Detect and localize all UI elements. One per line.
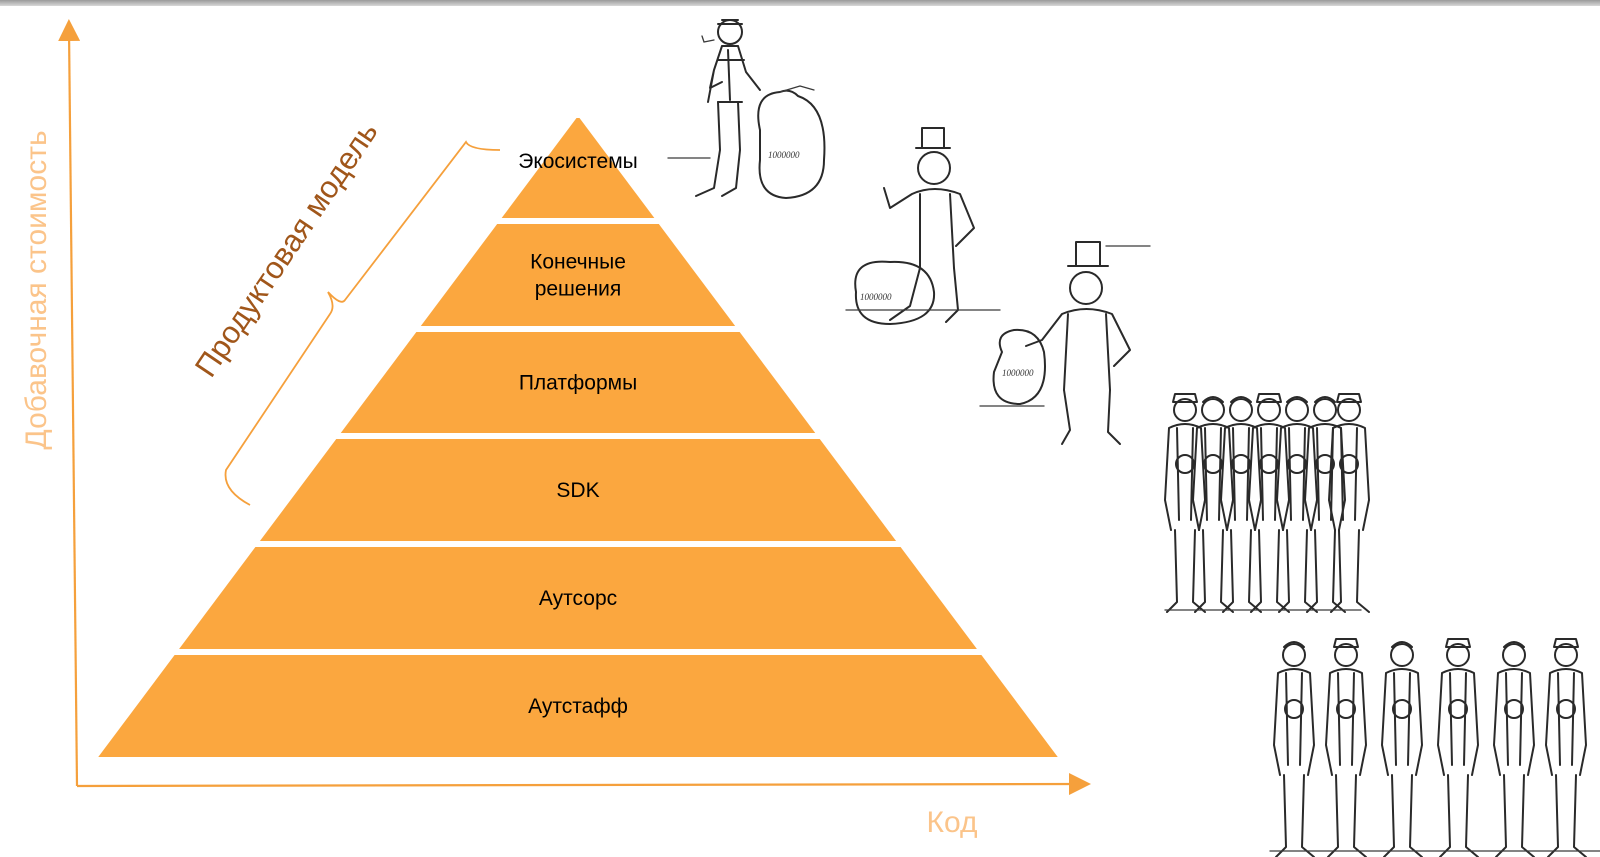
- pyramid-layer: [179, 547, 977, 649]
- worker-figure: [1192, 396, 1234, 613]
- pyramid-layer-label: SDK: [556, 479, 599, 502]
- worker-group-illustration-1: [1164, 393, 1370, 613]
- worker-figure: [1325, 638, 1367, 857]
- worker-figure: [1220, 396, 1262, 613]
- y-axis-title: Добавочная стоимость: [20, 130, 53, 449]
- worker-figure: [1381, 641, 1423, 857]
- tycoon-illustration-2: 1000000: [845, 127, 1001, 325]
- product-model-bracket: [224, 140, 501, 506]
- x-axis: [76, 773, 1091, 796]
- worker-figure: [1493, 641, 1535, 857]
- worker-figure: [1164, 393, 1206, 613]
- worker-figure: [1273, 641, 1315, 857]
- pyramid-layer-label: Экосистемы: [518, 150, 638, 173]
- pyramid-layer: [259, 439, 897, 541]
- x-axis-title: Код: [926, 806, 977, 839]
- tycoon-illustration-1: 1000000: [667, 19, 826, 199]
- tycoon-illustration-3: 1000000: [979, 241, 1151, 445]
- worker-figure: [1437, 638, 1479, 857]
- pyramid-layer: [420, 224, 736, 326]
- top-bar: [0, 0, 1600, 6]
- pyramid-layer-label: Платформы: [519, 372, 637, 395]
- worker-figure: [1304, 396, 1346, 613]
- pyramid-layer-label: Аутстафф: [528, 695, 628, 718]
- pyramid-layer: [340, 332, 816, 433]
- bag-label-2: 1000000: [860, 292, 892, 302]
- worker-figure: [1276, 396, 1318, 613]
- bag-label: 1000000: [768, 150, 800, 160]
- y-axis: [58, 19, 81, 787]
- bag-label-3: 1000000: [1002, 368, 1034, 378]
- pyramid-layer: [98, 655, 1058, 757]
- bracket-label: Продуктовая модель: [188, 115, 385, 383]
- worker-group-illustration-2: [1269, 638, 1600, 857]
- worker-figure: [1545, 638, 1587, 857]
- pyramid-layer-label: Конечные: [530, 251, 626, 274]
- pyramid-layer-label: Аутсорс: [539, 587, 617, 610]
- pyramid-layer-label: решения: [535, 278, 622, 301]
- pyramid-layer: [501, 118, 655, 218]
- worker-figure: [1328, 393, 1370, 613]
